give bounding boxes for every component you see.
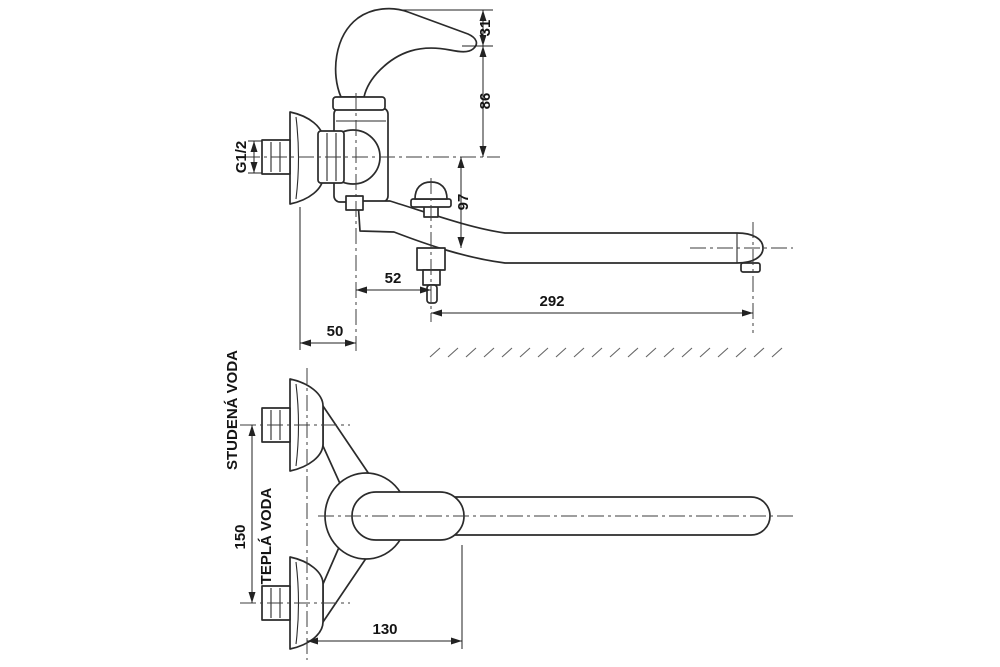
hot-water-label: TEPLÁ VODA xyxy=(258,488,275,585)
handle-base-cap xyxy=(332,96,386,111)
dim-label-150: 150 xyxy=(232,524,249,549)
lever-handle xyxy=(334,7,478,98)
surface-break-hatch xyxy=(429,347,783,358)
dim-label-50: 50 xyxy=(327,323,344,340)
dim-label-130: 130 xyxy=(372,621,397,638)
front-view: STUDENÁ VODA TEPLÁ VODA 150 130 xyxy=(224,350,793,660)
aerator xyxy=(740,262,761,273)
cold-water-label: STUDENÁ VODA xyxy=(224,350,241,470)
dim-label-86: 86 xyxy=(477,93,494,110)
side-view: 31 86 97 G1/2 52 292 50 xyxy=(233,7,793,358)
dim-label-31: 31 xyxy=(477,20,494,37)
escutcheon-rim-line xyxy=(295,116,300,200)
dim-label-97: 97 xyxy=(455,194,472,211)
spout-mount-step xyxy=(345,195,364,211)
dim-label-52: 52 xyxy=(385,270,402,287)
dim-label-g12: G1/2 xyxy=(233,141,250,174)
dim-label-292: 292 xyxy=(539,293,564,310)
shower-outlet-nipple xyxy=(426,284,438,304)
